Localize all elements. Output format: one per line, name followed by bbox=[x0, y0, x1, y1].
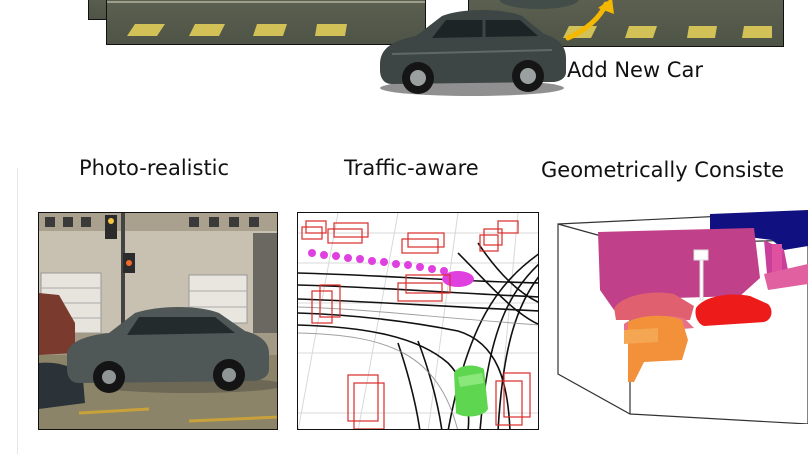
photo-realistic-panel bbox=[38, 212, 278, 430]
caption-geometrically-consistent: Geometrically Consiste bbox=[541, 158, 784, 182]
new-car-image bbox=[380, 10, 566, 96]
caption-photo-realistic: Photo-realistic bbox=[79, 156, 230, 180]
caption-traffic-aware: Traffic-aware bbox=[344, 156, 479, 180]
left-divider bbox=[17, 168, 18, 454]
result-crosswalk-stripes bbox=[499, 0, 772, 38]
add-new-car-label: Add New Car bbox=[567, 58, 703, 82]
traffic-diagram bbox=[298, 213, 538, 429]
geometric-panel bbox=[557, 210, 808, 424]
stacked-frame-front bbox=[106, 0, 426, 45]
arrow-icon bbox=[565, 0, 614, 41]
traffic-aware-panel bbox=[297, 212, 539, 430]
street-scene bbox=[39, 213, 277, 429]
crosswalk-stripes bbox=[107, 1, 425, 36]
